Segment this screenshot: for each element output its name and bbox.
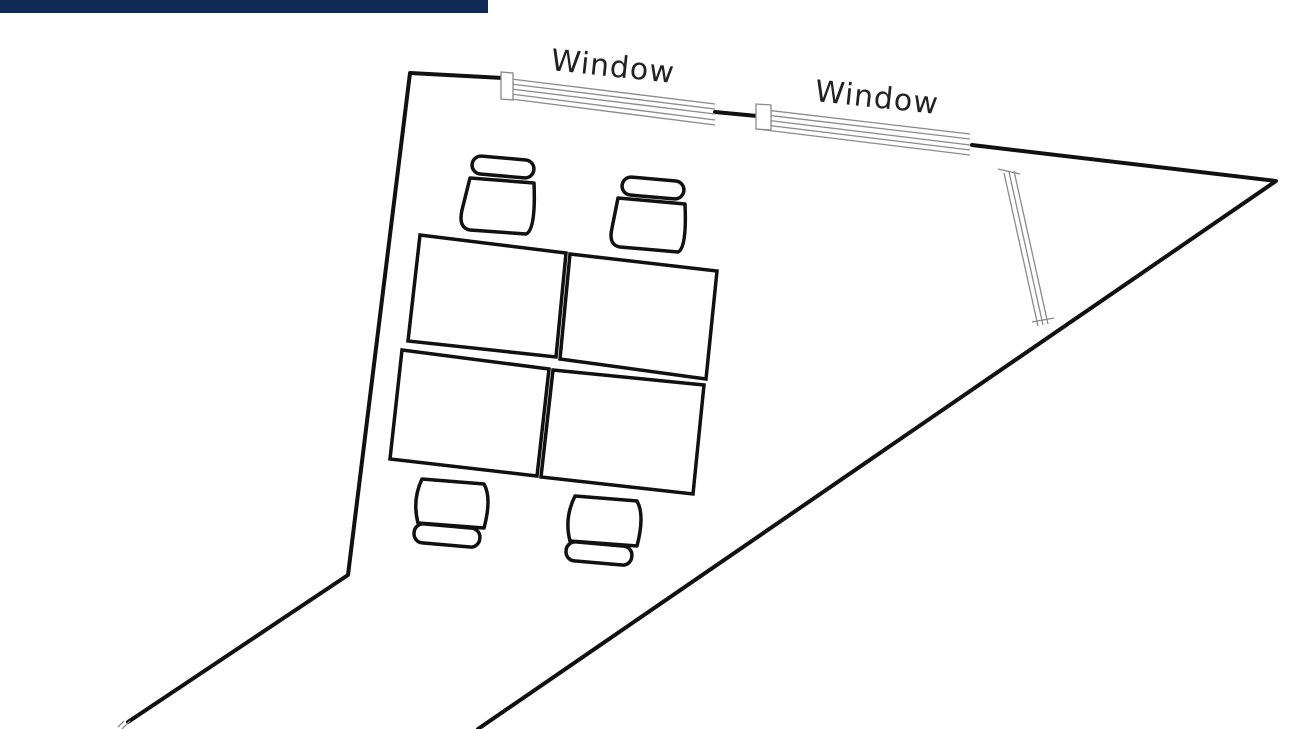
chair-seat (459, 176, 537, 236)
window-2-line (756, 113, 971, 140)
chair-back (412, 522, 482, 549)
sliding-door (997, 168, 1055, 327)
room-walls (126, 71, 1278, 729)
door-fixture-line (121, 720, 131, 729)
window-2 (755, 103, 971, 156)
desk (558, 252, 719, 381)
window-1-frame-end (500, 71, 514, 101)
window-1-line (502, 97, 716, 126)
sliding-door-line (997, 168, 1021, 175)
sliding-door-line (1008, 171, 1044, 326)
desk (539, 368, 706, 496)
window-1-line (502, 82, 716, 110)
window-2-label: Window (813, 74, 940, 122)
wall-top-between-windows (713, 110, 759, 118)
chair (459, 154, 537, 236)
window-2-line (756, 128, 971, 156)
window-1 (500, 71, 716, 126)
window-1-line (502, 87, 716, 115)
door-fixture-line (117, 720, 125, 728)
window-1-line (502, 77, 716, 105)
window-1-line (502, 92, 716, 121)
window-2-line (756, 118, 971, 146)
sliding-door-line (1031, 317, 1055, 323)
chair (564, 494, 643, 567)
chair-back (470, 154, 536, 180)
wall-left (126, 71, 505, 724)
sliding-door-line (1003, 172, 1039, 327)
chair (412, 477, 490, 549)
header-bar (0, 0, 488, 13)
window-2-frame-end (755, 103, 772, 131)
desk (406, 233, 568, 359)
window-2-line (756, 123, 971, 151)
door-fixture (117, 720, 131, 729)
chair (609, 175, 688, 254)
chair-seat (609, 196, 688, 254)
chair-seat (414, 477, 490, 530)
wall-right (476, 143, 1278, 729)
chair-back (620, 175, 686, 201)
chair-back (564, 540, 634, 567)
sliding-door-line (1013, 170, 1049, 325)
desk-cluster (388, 233, 719, 496)
window-1-label: Window (549, 43, 676, 91)
chairs (412, 154, 688, 567)
desk (388, 348, 551, 478)
chair-seat (566, 494, 643, 548)
window-2-line (756, 108, 971, 135)
